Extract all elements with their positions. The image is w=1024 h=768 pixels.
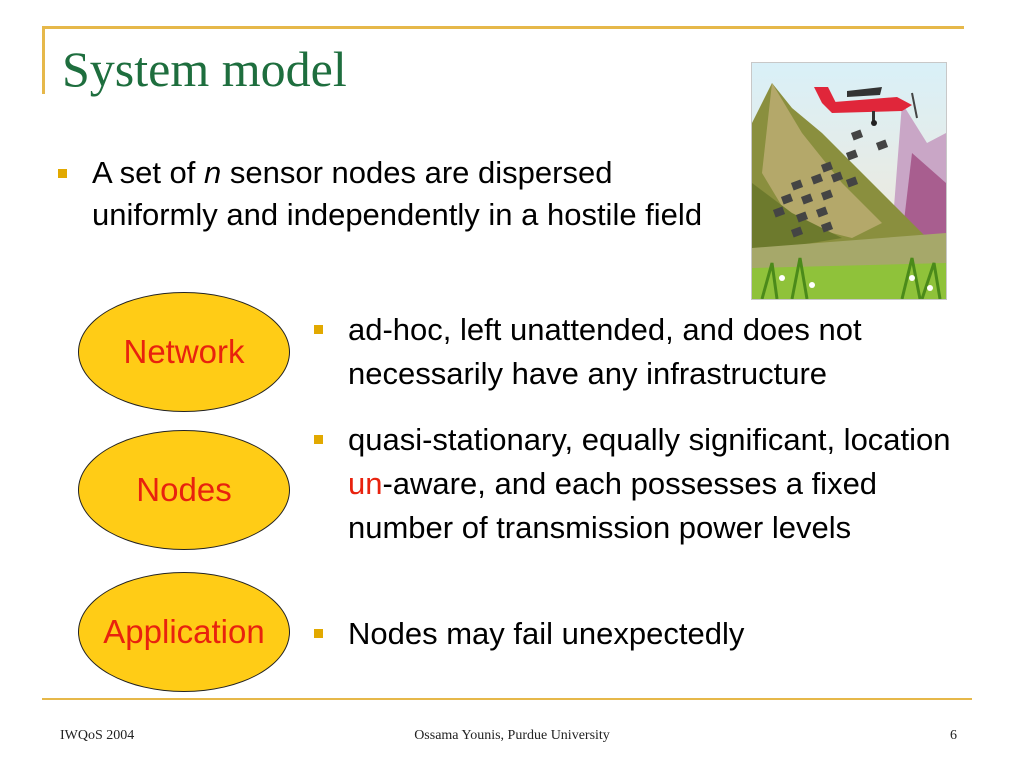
sensor-deployment-clipart [751,62,947,300]
footer-author: Ossama Younis, Purdue University [414,728,610,743]
footer-conference: IWQoS 2004 [60,728,135,743]
main-bullet-rest: sensor nodes are dispersed uniformly and… [92,155,703,232]
nodes-bullet-text: quasi-stationary, equally significant, l… [348,418,974,550]
application-bullet-text: Nodes may fail unexpectedly [348,616,745,651]
main-bullet: A set of n sensor nodes are dispersed un… [58,152,718,236]
network-oval-label: Network [123,333,245,370]
main-bullet-text: A set of n sensor nodes are dispersed un… [92,152,718,236]
main-bullet-prefix: A set of [92,155,205,190]
network-oval: Network [78,292,290,412]
nodes-bullet-part1: quasi-stationary, equally significant, l… [348,422,951,457]
network-bullet: ad-hoc, left unattended, and does not ne… [314,308,974,396]
footer-divider [42,698,972,700]
network-bullet-text: ad-hoc, left unattended, and does not ne… [348,312,862,391]
left-accent-line [42,26,45,94]
nodes-oval: Nodes [78,430,290,550]
nodes-bullet-part2: -aware, and each possesses a fixed numbe… [348,466,878,545]
bullet-square-icon [314,435,323,444]
bullet-square-icon [314,629,323,638]
footer-page-number: 6 [950,728,957,743]
airplane-icon [814,87,918,126]
application-oval: Application [78,572,290,692]
main-bullet-variable: n [204,155,222,190]
nodes-bullet-highlight: un [348,466,383,501]
application-oval-label: Application [103,613,265,650]
nodes-bullet: quasi-stationary, equally significant, l… [314,418,974,550]
bullet-square-icon [58,169,67,178]
bullet-square-icon [314,325,323,334]
slide-title: System model [62,41,347,97]
nodes-oval-label: Nodes [136,471,232,508]
sensor-nodes-icon [772,129,889,238]
top-accent-line [42,26,964,29]
application-bullet: Nodes may fail unexpectedly [314,612,974,656]
